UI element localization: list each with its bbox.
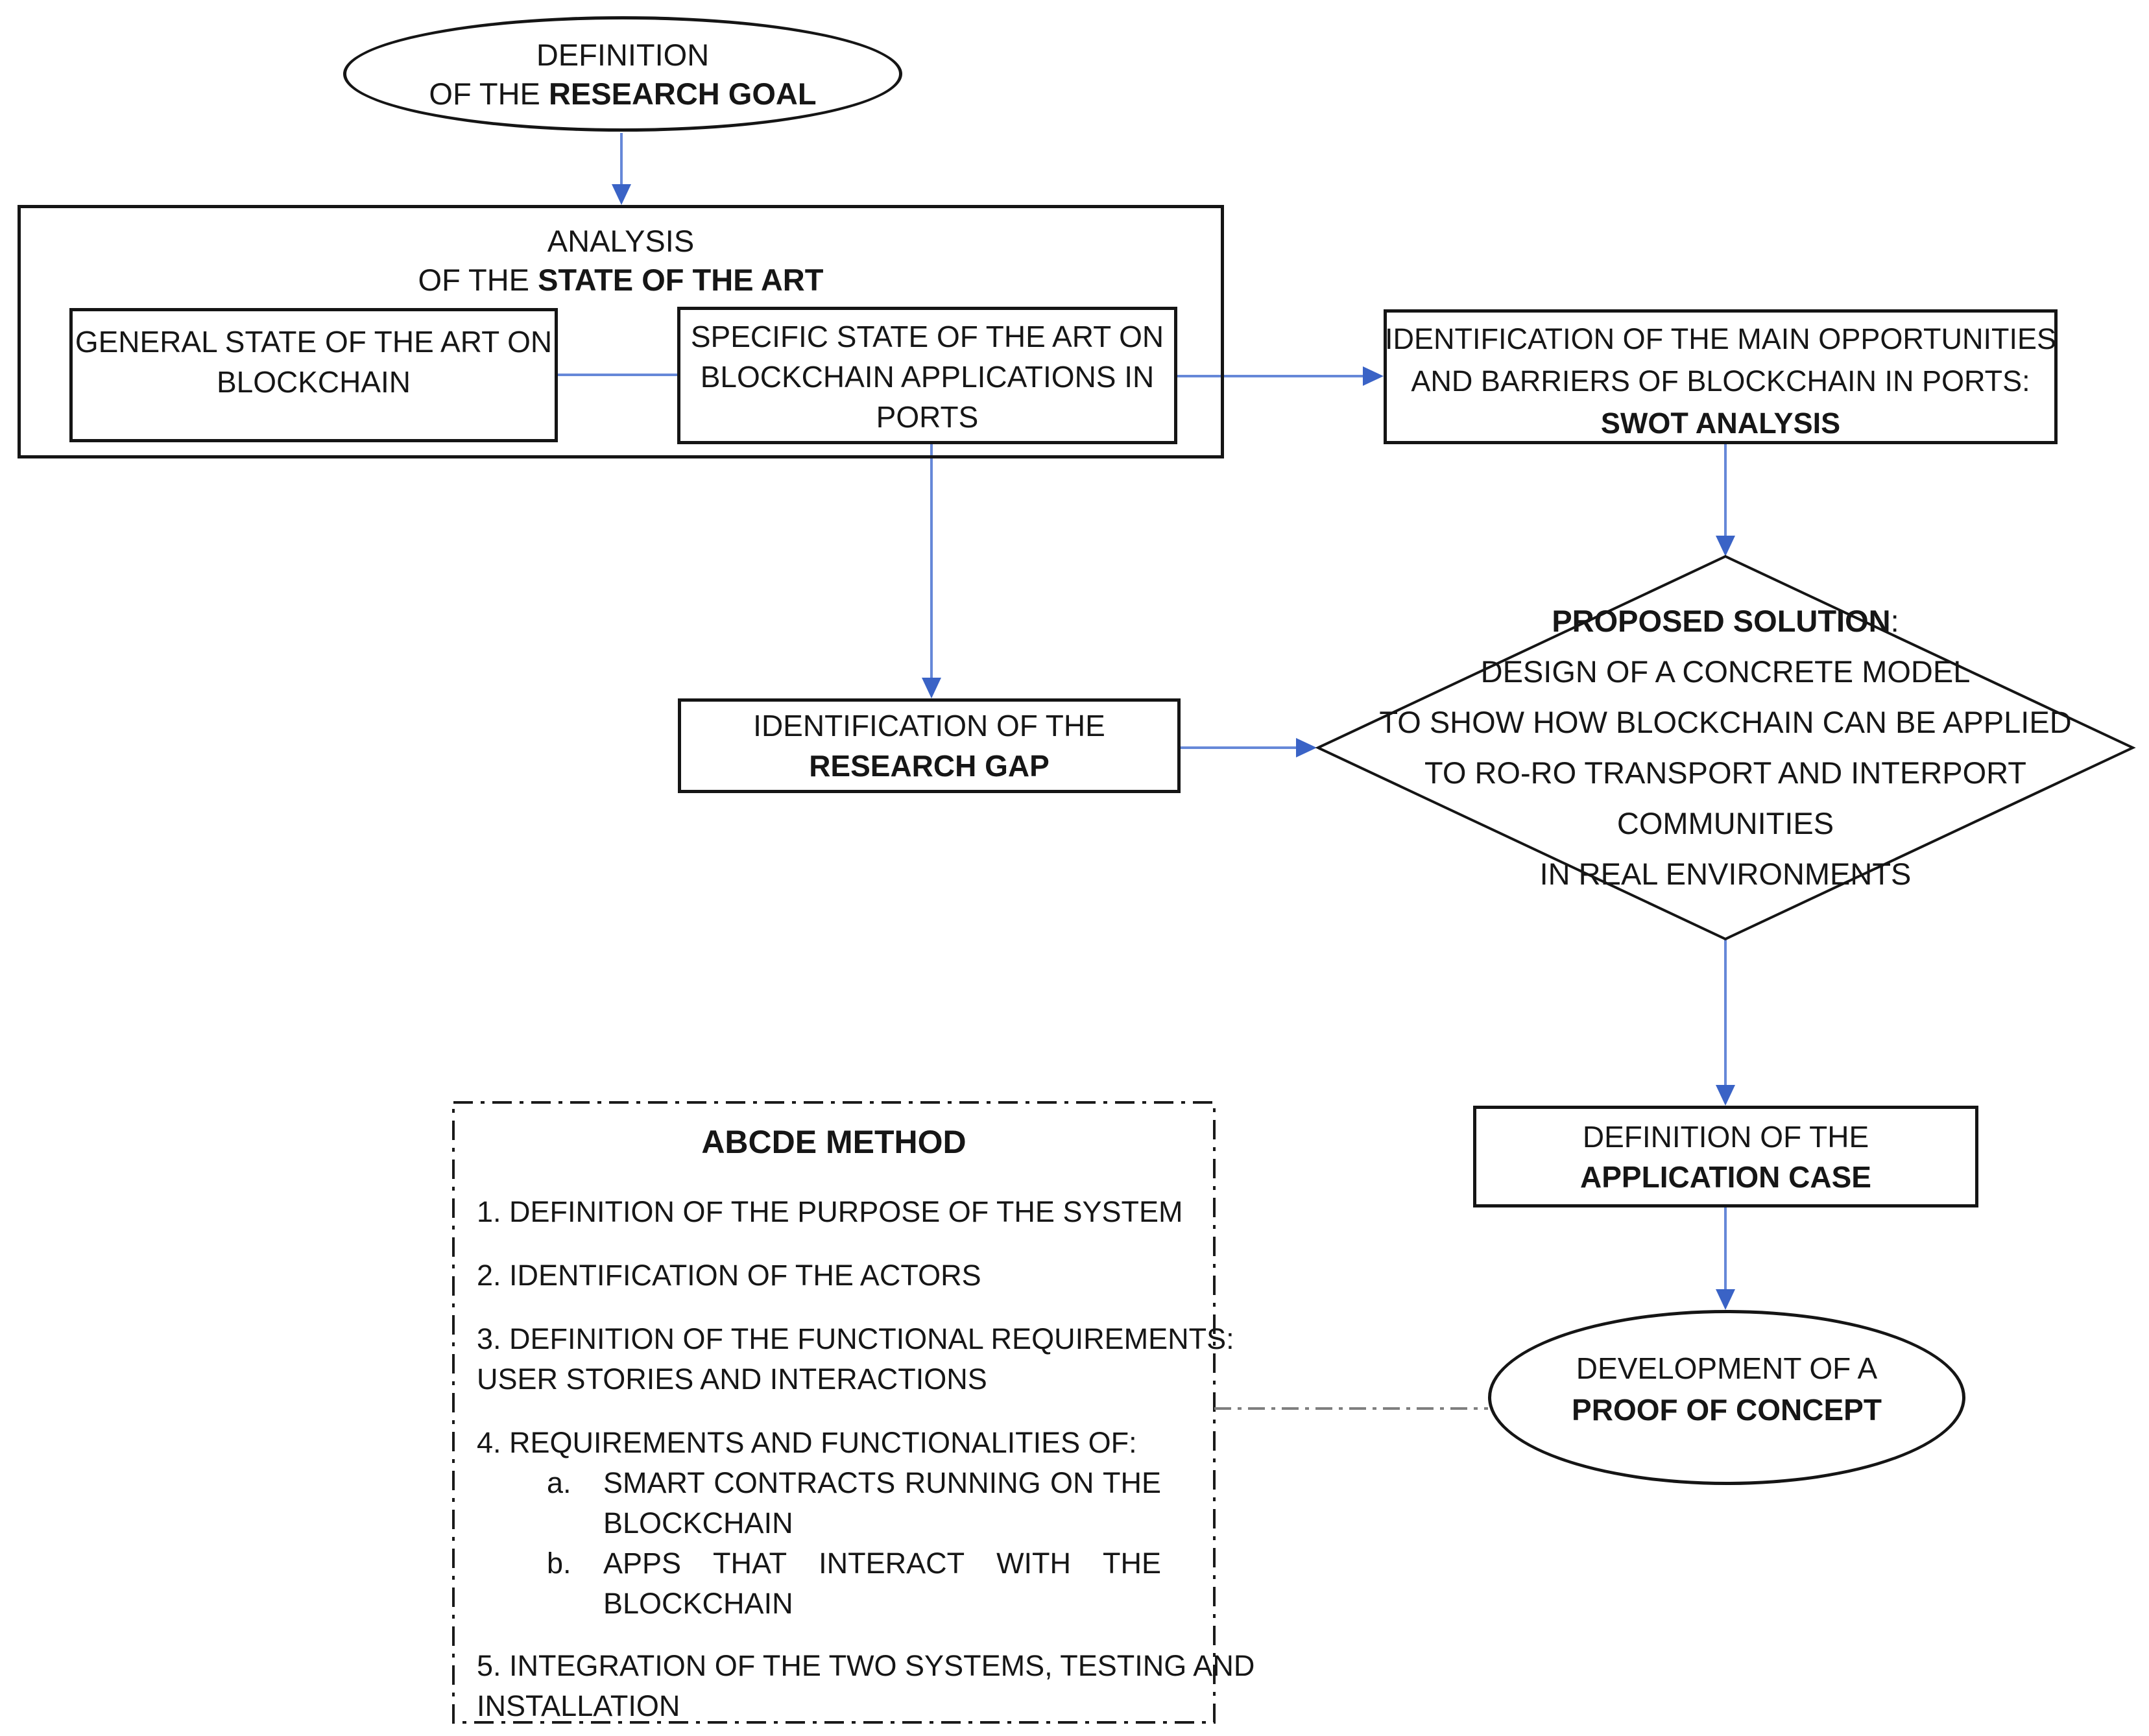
- proposed-solution-line-4: TO RO-RO TRANSPORT AND INTERPORT: [1424, 755, 2026, 790]
- swot-line-2: AND BARRIERS OF BLOCKCHAIN IN PORTS:: [1411, 364, 2030, 398]
- specific-line-3: PORTS: [876, 400, 979, 434]
- abcde-method-box: ABCDE METHOD 1. DEFINITION OF THE PURPOS…: [453, 1102, 1255, 1722]
- abcde-item-3-line-2: USER STORIES AND INTERACTIONS: [477, 1362, 987, 1396]
- research-gap-node: IDENTIFICATION OF THE RESEARCH GAP: [678, 698, 1181, 793]
- general-line-2: BLOCKCHAIN: [216, 365, 411, 399]
- proposed-solution-line-1-suffix: :: [1890, 604, 1899, 638]
- specific-state-of-art-node: SPECIFIC STATE OF THE ART ON BLOCKCHAIN …: [677, 307, 1177, 444]
- arrow-application-to-poc-head-icon: [1716, 1289, 1735, 1310]
- proposed-solution-line-3: TO SHOW HOW BLOCKCHAIN CAN BE APPLIED: [1379, 705, 2072, 739]
- poc-line-1: DEVELOPMENT OF A: [1576, 1351, 1878, 1385]
- proposed-solution-line-2: DESIGN OF A CONCRETE MODEL: [1480, 654, 1971, 689]
- abcde-item-4b-text: APPS THAT INTERACT WITH THE BLOCKCHAIN: [603, 1547, 1161, 1620]
- proof-of-concept-node: DEVELOPMENT OF A PROOF OF CONCEPT: [1488, 1310, 1965, 1485]
- analysis-title-line-1: ANALYSIS: [547, 224, 695, 258]
- general-state-of-art-node: GENERAL STATE OF THE ART ON BLOCKCHAIN: [69, 308, 558, 442]
- analysis-title-line-2-normal: OF THE: [418, 263, 538, 297]
- research-gap-line-1: IDENTIFICATION OF THE: [753, 709, 1105, 743]
- abcde-item-4b-marker: b.: [547, 1547, 571, 1580]
- arrow-swot-to-solution-head-icon: [1716, 536, 1735, 556]
- arrow-solution-to-application-head-icon: [1716, 1085, 1735, 1106]
- abcde-item-4a: a. SMART CONTRACTS RUNNING ON THE BLOCKC…: [547, 1463, 1191, 1543]
- research-goal-line-2: OF THE RESEARCH GOAL: [429, 75, 816, 113]
- arrow-specific-to-swot-head-icon: [1363, 366, 1384, 386]
- analysis-state-of-art-box: [18, 205, 1224, 458]
- abcde-item-4a-marker: a.: [547, 1466, 571, 1499]
- specific-line-2: BLOCKCHAIN APPLICATIONS IN: [700, 360, 1155, 394]
- abcde-item-5: 5. INTEGRATION OF THE TWO SYSTEMS, TESTI…: [477, 1646, 1255, 1726]
- abcde-item-4a-text: SMART CONTRACTS RUNNING ON THE BLOCKCHAI…: [603, 1466, 1161, 1540]
- research-goal-line-2-normal: OF THE: [429, 77, 549, 111]
- application-case-line-1: DEFINITION OF THE: [1582, 1119, 1869, 1154]
- proposed-solution-line-6: IN REAL ENVIRONMENTS: [1539, 857, 1912, 891]
- proposed-solution-diamond: [1315, 554, 2136, 941]
- arrow-goal-to-analysis-head-icon: [612, 184, 631, 205]
- analysis-title-line-2: OF THE STATE OF THE ART: [18, 261, 1224, 300]
- abcde-dashed-border: [452, 1101, 1216, 1724]
- abcde-item-5-line-1: 5. INTEGRATION OF THE TWO SYSTEMS, TESTI…: [477, 1649, 1255, 1682]
- arrow-specific-to-gap-head-icon: [922, 678, 941, 698]
- application-case-line-2: APPLICATION CASE: [1580, 1159, 1871, 1194]
- analysis-title: ANALYSIS OF THE STATE OF THE ART: [18, 222, 1224, 300]
- application-case-node: DEFINITION OF THE APPLICATION CASE: [1473, 1106, 1978, 1207]
- proposed-solution-text: PROPOSED SOLUTION: DESIGN OF A CONCRETE …: [1379, 595, 2071, 900]
- general-line-1: GENERAL STATE OF THE ART ON: [75, 325, 553, 359]
- abcde-item-2: 2. IDENTIFICATION OF THE ACTORS: [477, 1259, 981, 1292]
- arrow-gap-to-solution-head-icon: [1296, 738, 1317, 757]
- abcde-item-5-line-2: INSTALLATION: [477, 1689, 680, 1722]
- poc-line-2: PROOF OF CONCEPT: [1572, 1393, 1882, 1427]
- research-gap-line-2: RESEARCH GAP: [809, 749, 1050, 783]
- proposed-solution-line-1-bold: PROPOSED SOLUTION: [1552, 604, 1891, 638]
- abcde-item-3: 3. DEFINITION OF THE FUNCTIONAL REQUIREM…: [477, 1319, 1234, 1399]
- analysis-title-line-2-bold: STATE OF THE ART: [538, 263, 824, 297]
- specific-line-1: SPECIFIC STATE OF THE ART ON: [690, 320, 1164, 353]
- research-goal-line-1: DEFINITION: [536, 38, 710, 72]
- swot-line-3: SWOT ANALYSIS: [1600, 407, 1841, 440]
- abcde-item-4b: b. APPS THAT INTERACT WITH THE BLOCKCHAI…: [547, 1543, 1191, 1624]
- abcde-item-3-line-1: 3. DEFINITION OF THE FUNCTIONAL REQUIREM…: [477, 1322, 1234, 1355]
- swot-line-1: IDENTIFICATION OF THE MAIN OPPORTUNITIES: [1384, 322, 2057, 355]
- research-goal-line-2-bold: RESEARCH GOAL: [548, 77, 817, 111]
- abcde-title: ABCDE METHOD: [701, 1124, 966, 1160]
- research-goal-node: DEFINITION OF THE RESEARCH GOAL: [343, 16, 902, 132]
- abcde-item-1: 1. DEFINITION OF THE PURPOSE OF THE SYST…: [477, 1195, 1183, 1228]
- proposed-solution-line-1: PROPOSED SOLUTION:: [1552, 596, 1899, 647]
- proposed-solution-line-5: COMMUNITIES: [1616, 806, 1834, 840]
- abcde-item-4: 4. REQUIREMENTS AND FUNCTIONALITIES OF:: [477, 1426, 1137, 1459]
- swot-analysis-node: IDENTIFICATION OF THE MAIN OPPORTUNITIES…: [1384, 309, 2058, 444]
